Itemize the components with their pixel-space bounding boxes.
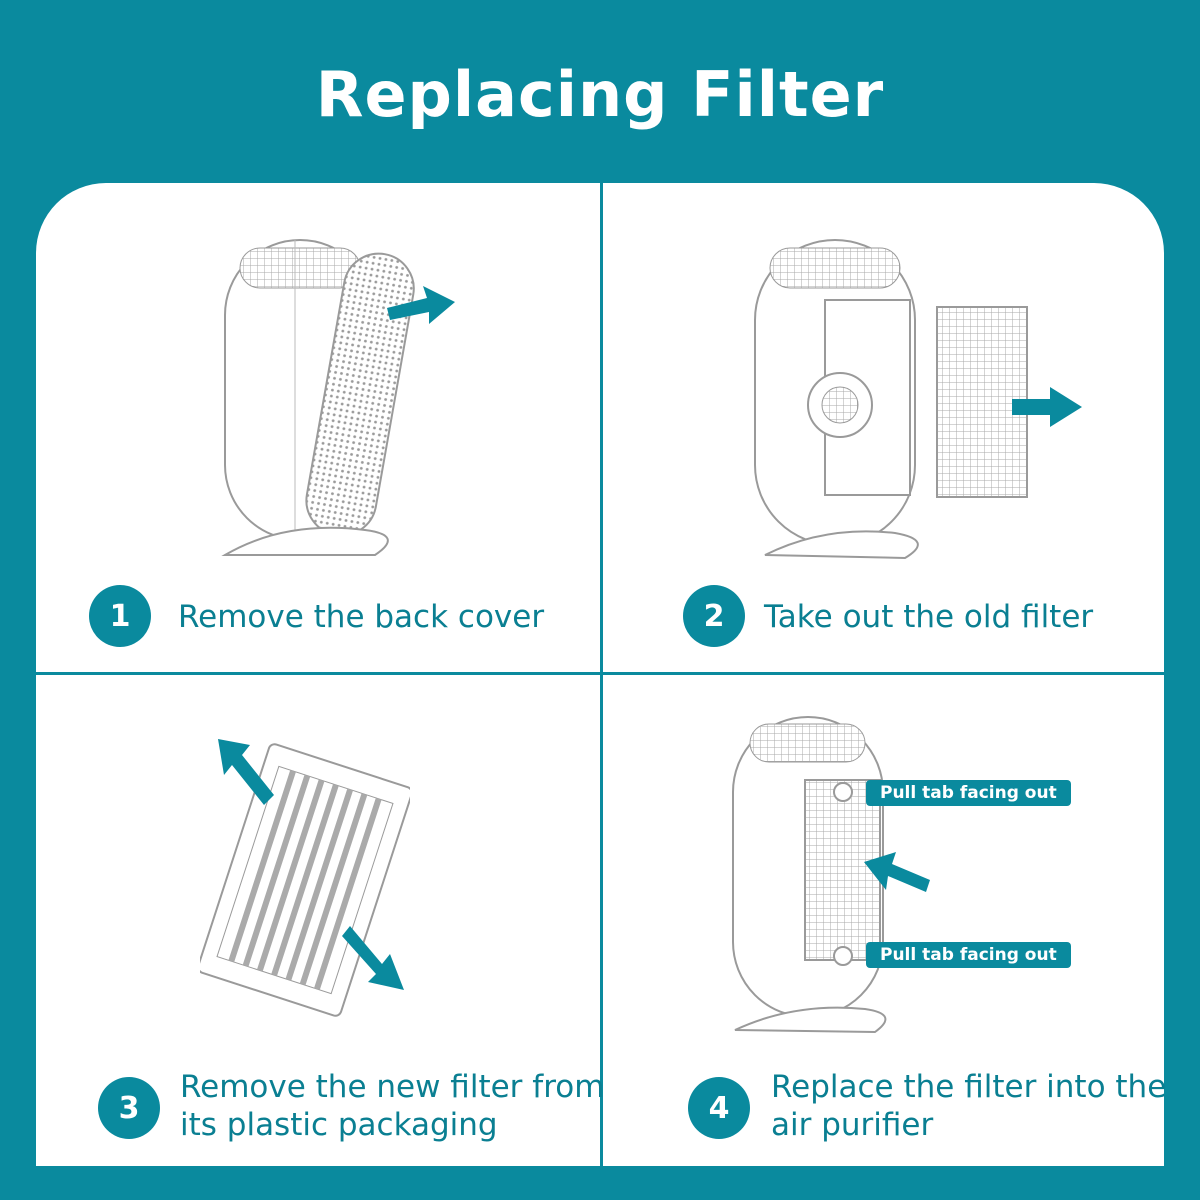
step-number-badge: 4 (688, 1077, 750, 1139)
purifier-insert-filter-illustration (732, 716, 887, 1034)
arrow-down-right-icon (342, 926, 404, 990)
step-number-badge: 3 (98, 1077, 160, 1139)
arrow-up-left-icon (218, 739, 274, 805)
step-caption: Remove the new filter from its plastic p… (180, 1069, 605, 1143)
step-caption: Remove the back cover (178, 599, 545, 635)
step-number-badge: 1 (89, 585, 151, 647)
page-title: Replacing Filter (315, 58, 885, 131)
pull-tab-label-bottom: Pull tab facing out (866, 942, 1071, 968)
horizontal-divider (36, 672, 1164, 675)
arrow-right-icon (1012, 387, 1082, 427)
arrow-right-icon (387, 286, 455, 324)
step-caption: Take out the old filter (764, 599, 1094, 635)
step-number-badge: 2 (683, 585, 745, 647)
pull-tab-label-top: Pull tab facing out (866, 780, 1071, 806)
purifier-open-illustration (754, 239, 919, 560)
arrow-left-icon (864, 852, 930, 892)
purifier-remove-cover-illustration (221, 239, 415, 556)
step-caption: Replace the filter into the air purifier (771, 1069, 1167, 1143)
